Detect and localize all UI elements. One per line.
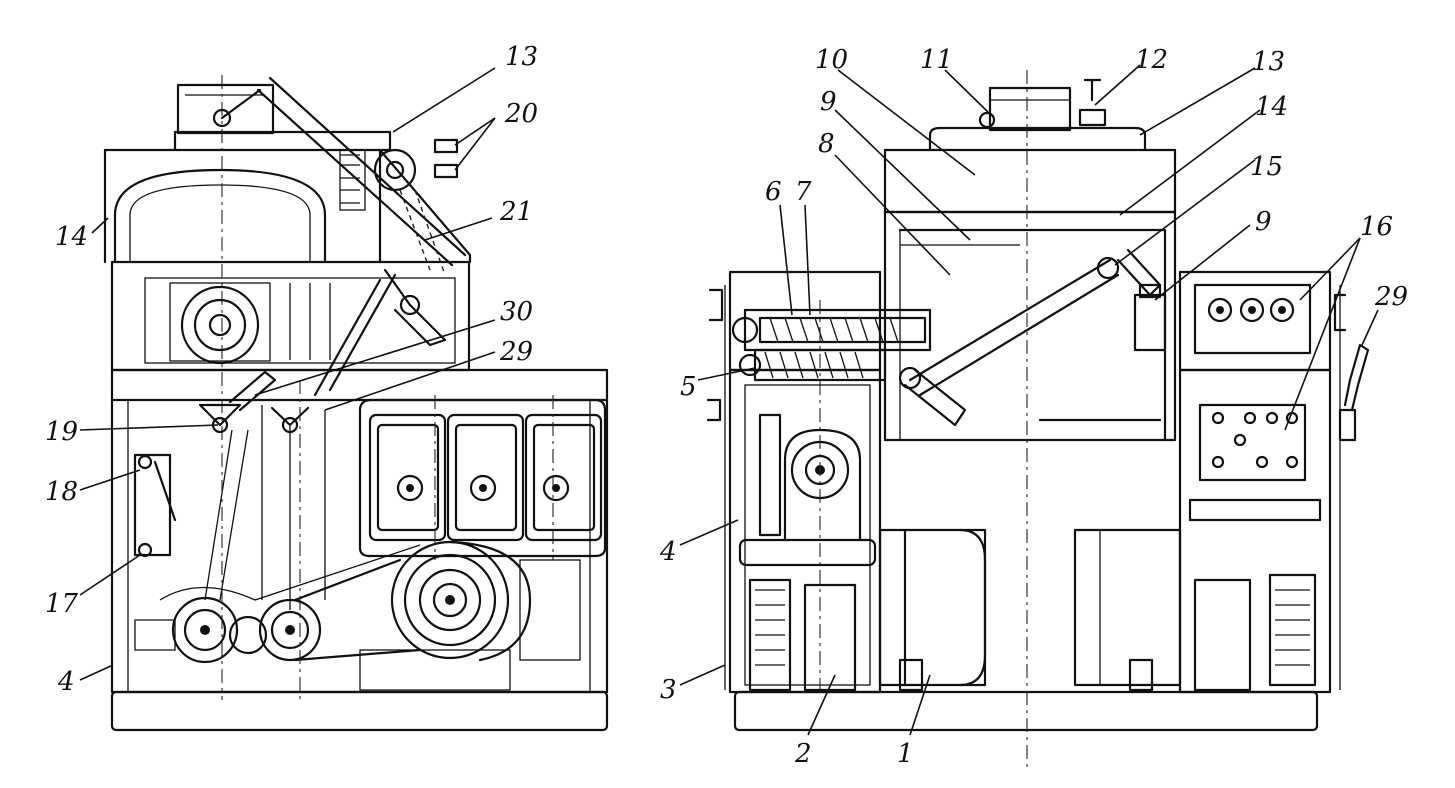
label-13-right: 13 (1252, 47, 1285, 77)
label-2: 2 (794, 739, 812, 769)
right-base-plate (733, 690, 1319, 732)
label-18: 18 (45, 477, 78, 507)
label-14-right: 14 (1255, 92, 1288, 122)
label-6: 6 (765, 177, 782, 207)
label-20: 20 (504, 99, 538, 129)
label-10: 10 (815, 45, 848, 75)
label-3: 3 (660, 675, 677, 705)
label-29-left: 29 (499, 337, 533, 367)
left-lower-pulley (171, 596, 239, 664)
label-4-left: 4 (57, 667, 75, 697)
right-screw-assembly (731, 308, 932, 382)
label-13-left: 13 (505, 42, 538, 72)
label-1: 1 (897, 739, 914, 769)
right-view (679, 64, 1379, 770)
right-control-panel-upper (1207, 297, 1295, 323)
label-16: 16 (1360, 212, 1393, 242)
label-4-right: 4 (659, 537, 677, 567)
left-mid-pulley (258, 598, 322, 662)
left-upper-body (110, 260, 471, 372)
left-upper-pulley (180, 285, 260, 365)
label-9-right: 9 (1255, 207, 1272, 237)
label-15: 15 (1250, 152, 1283, 182)
left-gear-cluster (373, 148, 417, 192)
left-chambers (358, 398, 607, 558)
label-19: 19 (45, 417, 78, 447)
right-hopper-lid (883, 148, 1177, 214)
left-idler (228, 615, 268, 655)
left-base-plate (110, 690, 609, 732)
left-hood (103, 130, 472, 264)
label-30: 30 (500, 297, 533, 327)
label-17: 17 (45, 589, 79, 619)
label-8: 8 (818, 129, 835, 159)
label-11: 11 (920, 45, 953, 75)
label-9-top: 9 (820, 87, 837, 117)
label-12: 12 (1135, 45, 1168, 75)
left-top-box (176, 83, 275, 135)
left-view (79, 67, 609, 732)
label-14-left: 14 (55, 222, 88, 252)
part-labels: 13 20 14 21 30 29 19 18 17 4 10 11 12 13… (45, 42, 1408, 769)
left-link-rod (268, 76, 467, 257)
right-control-panel-lower (1198, 403, 1307, 482)
label-21: 21 (499, 197, 533, 227)
right-diagonal-rod (898, 248, 1162, 427)
right-motor (878, 528, 987, 687)
label-29-right: 29 (1374, 282, 1408, 312)
label-5: 5 (680, 372, 697, 402)
label-7: 7 (795, 177, 812, 207)
right-hopper (883, 210, 1177, 442)
